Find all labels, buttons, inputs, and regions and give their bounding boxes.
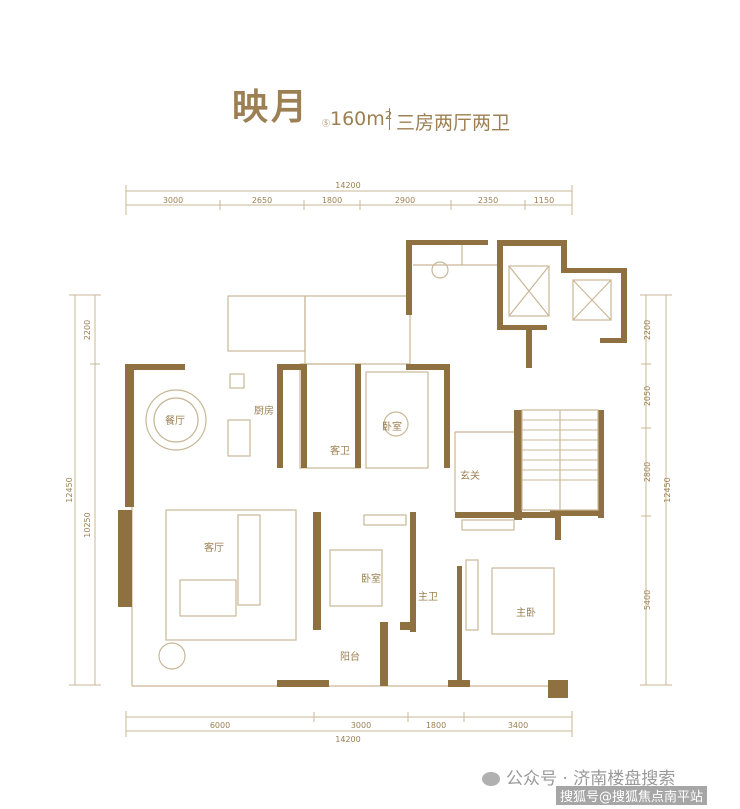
stairs xyxy=(522,419,598,481)
dim-bottom-1: 6000 xyxy=(210,721,230,730)
dim-right-1: 2200 xyxy=(643,320,652,340)
dim-left-1: 2200 xyxy=(83,320,92,340)
room-bedroom-mid: 卧室 xyxy=(361,572,381,585)
wechat-watermark-text: 公众号 · 济南楼盘搜索 xyxy=(506,769,676,789)
area-prefix: Ⓢ xyxy=(322,119,330,128)
floor-area: 160m² xyxy=(330,108,393,130)
thick-walls xyxy=(118,240,627,698)
dim-right-2: 2050 xyxy=(643,386,652,406)
room-guest-bath: 客卫 xyxy=(330,444,350,457)
dim-top-6: 1150 xyxy=(534,196,554,205)
dim-top-total: 14200 xyxy=(335,181,360,190)
dim-top-4: 2900 xyxy=(395,196,415,205)
dim-left-total: 12450 xyxy=(65,477,74,502)
room-dining: 餐厅 xyxy=(165,414,185,427)
dim-top-5: 2350 xyxy=(478,196,498,205)
dim-bottom-3: 1800 xyxy=(426,721,446,730)
layout-type: 三房两厅两卫 xyxy=(396,112,511,134)
dimension-lines xyxy=(69,185,672,737)
sohu-watermark: 搜狐号@搜狐焦点南平站 xyxy=(556,786,708,805)
room-master-bath: 主卫 xyxy=(418,591,438,603)
dim-bottom-2: 3000 xyxy=(351,721,371,730)
room-living: 客厅 xyxy=(204,541,224,554)
dim-left-2: 10250 xyxy=(83,512,92,537)
furniture xyxy=(145,261,555,670)
dim-bottom-4: 3400 xyxy=(508,721,528,730)
room-bedroom-top: 卧室 xyxy=(382,420,402,433)
dim-right-total: 12450 xyxy=(663,477,672,502)
dim-top-3: 1800 xyxy=(322,196,342,205)
dim-right-4: 5400 xyxy=(643,590,652,610)
room-foyer: 玄关 xyxy=(460,469,480,482)
dim-top-1: 3000 xyxy=(163,196,183,205)
dim-top-2: 2650 xyxy=(252,196,272,205)
plan-title: 映月 xyxy=(232,86,311,128)
title-divider xyxy=(389,108,390,130)
wechat-icon xyxy=(482,772,500,786)
dim-bottom-total: 14200 xyxy=(335,735,360,744)
elevator-shafts xyxy=(508,265,612,511)
wechat-watermark: 公众号 · 济南楼盘搜索 xyxy=(482,764,675,789)
room-balcony: 阳台 xyxy=(340,650,360,663)
dim-right-3: 2800 xyxy=(643,462,652,482)
room-master-bedroom: 主卧 xyxy=(516,606,536,619)
room-kitchen: 厨房 xyxy=(254,404,274,417)
